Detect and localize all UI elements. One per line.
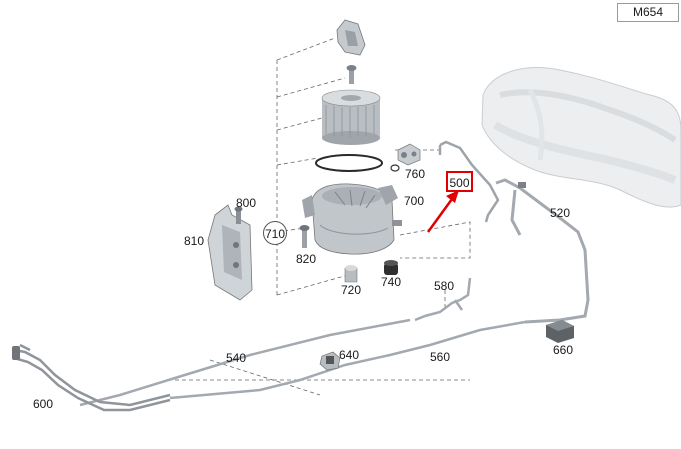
- part-label-600[interactable]: 600: [33, 397, 54, 411]
- part-label-520[interactable]: 520: [550, 206, 571, 220]
- valve-760: [397, 143, 421, 166]
- part-label-760[interactable]: 760: [405, 167, 426, 181]
- part-label-660[interactable]: 660: [553, 343, 574, 357]
- highlighted-part-label[interactable]: 500: [446, 171, 473, 192]
- fuel-tank: [481, 67, 681, 208]
- fuel-line-540: [79, 318, 411, 407]
- part-label-700[interactable]: 700: [404, 194, 425, 208]
- bracket-810: [207, 204, 253, 301]
- clip-600: [12, 346, 20, 360]
- fuel-line-580: [414, 277, 472, 322]
- small-seal: [390, 164, 400, 172]
- group-callout-710[interactable]: 710: [263, 221, 287, 245]
- leader-lines: [175, 37, 471, 396]
- highlight-arrow: [426, 190, 459, 233]
- block-660: [546, 320, 574, 343]
- drain-plug-720: [344, 265, 358, 283]
- filter-element: [321, 89, 381, 145]
- bolt-800: [234, 206, 243, 224]
- grommet-740: [384, 260, 398, 275]
- part-label-820[interactable]: 820: [296, 252, 317, 266]
- small-screw: [346, 65, 357, 84]
- sensor-640: [319, 351, 341, 371]
- part-label-640[interactable]: 640: [339, 348, 360, 362]
- part-label-540[interactable]: 540: [226, 351, 247, 365]
- fuel-line-600: [13, 343, 171, 412]
- cover-part: [336, 19, 366, 56]
- part-label-580[interactable]: 580: [434, 279, 455, 293]
- fuel-line-520: [495, 178, 590, 324]
- fuel-line-500: [438, 140, 500, 223]
- part-label-720[interactable]: 720: [341, 283, 362, 297]
- o-ring: [315, 154, 383, 172]
- filter-housing-700: [302, 183, 402, 255]
- part-label-740[interactable]: 740: [381, 275, 402, 289]
- connector-520: [518, 182, 526, 188]
- model-code-label: M654: [617, 3, 679, 22]
- part-label-800[interactable]: 800: [236, 196, 257, 210]
- part-label-810[interactable]: 810: [184, 234, 205, 248]
- fuel-line-560: [169, 320, 526, 400]
- screw-820: [299, 225, 310, 248]
- part-label-560[interactable]: 560: [430, 350, 451, 364]
